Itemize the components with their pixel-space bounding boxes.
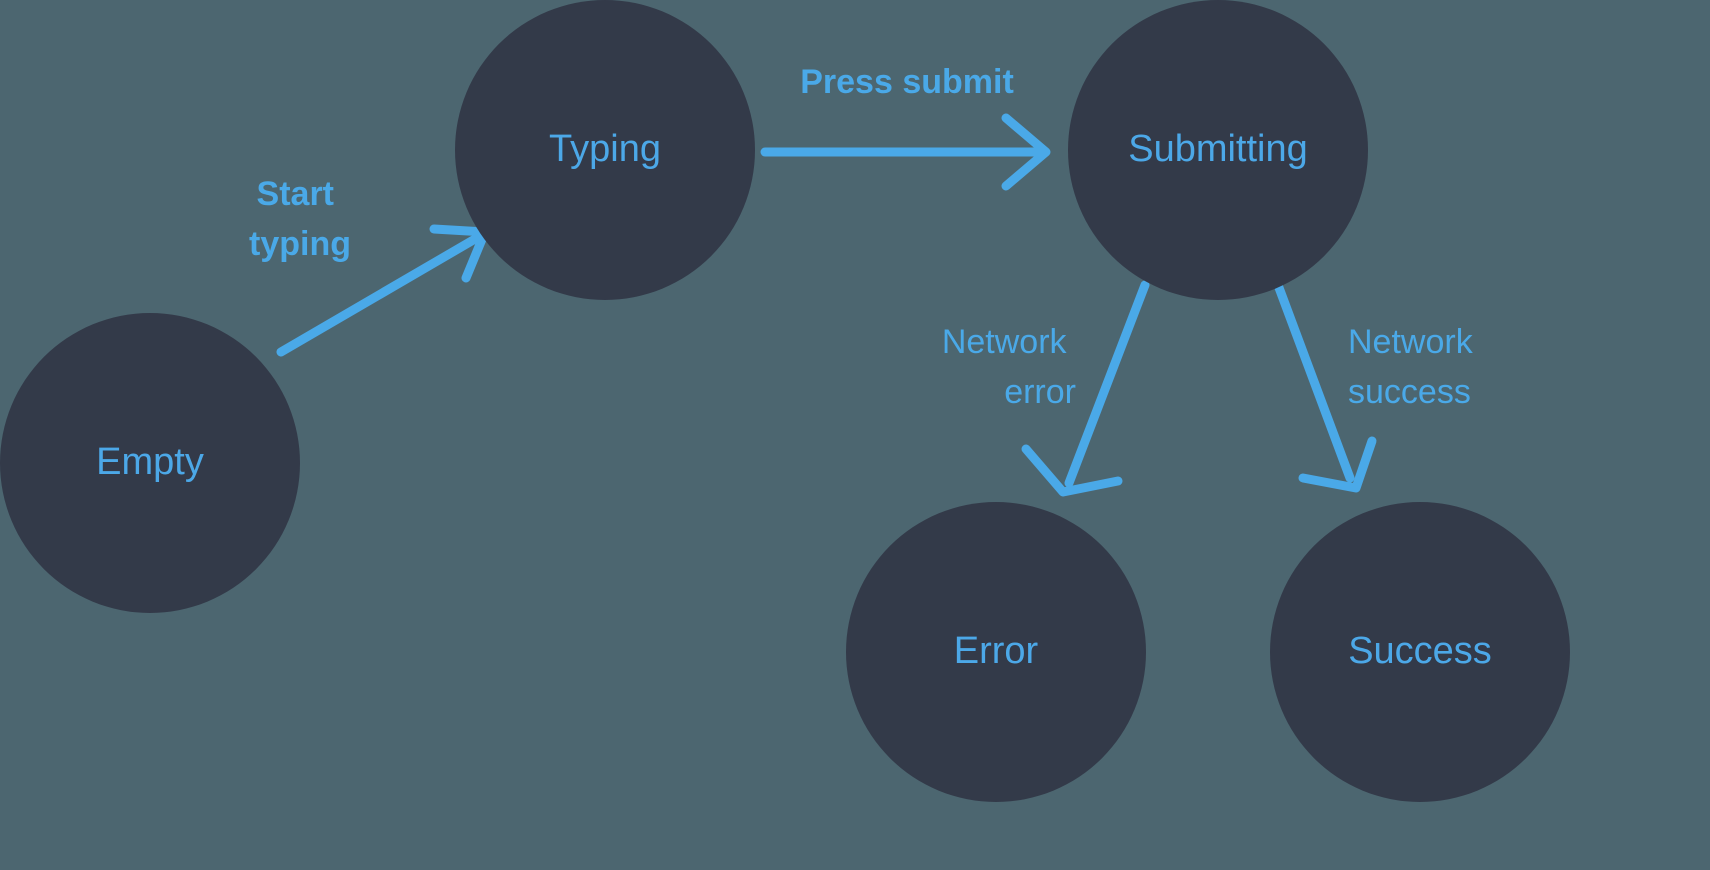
edge-label-network-error: Network error (942, 323, 1076, 411)
edge-label-network-error-line-1: Network (942, 323, 1068, 361)
state-node-error[interactable]: Error (846, 502, 1146, 802)
state-node-success-circle (1270, 502, 1570, 802)
state-node-typing-label: Typing (549, 128, 661, 170)
edge-start-typing-line (276, 227, 492, 357)
edge-label-network-error-line-2: error (1004, 373, 1076, 411)
state-node-error-circle (846, 502, 1146, 802)
state-node-error-label: Error (954, 630, 1039, 672)
edge-network-success[interactable] (1273, 280, 1377, 493)
state-node-empty-circle (0, 313, 300, 613)
edge-label-press-submit: Press submit (800, 63, 1014, 101)
state-node-success[interactable]: Success (1270, 502, 1570, 802)
state-node-empty-label: Empty (96, 441, 204, 483)
edge-label-network-success-line-2: success (1348, 373, 1471, 411)
edge-label-network-success: Network success (1348, 323, 1482, 411)
edge-network-success-line (1273, 280, 1355, 483)
state-node-success-label: Success (1348, 630, 1492, 672)
edge-label-start-typing-line-2: typing (249, 225, 351, 263)
edge-press-submit[interactable] (760, 113, 1051, 191)
edge-press-submit-arrowhead (1001, 113, 1051, 191)
edge-label-start-typing-line-1: Start (257, 175, 334, 213)
state-node-submitting[interactable]: Submitting (1068, 0, 1368, 300)
edge-network-error-arrowhead (1021, 444, 1123, 497)
state-node-empty[interactable]: Empty (0, 313, 300, 613)
edge-network-error-line (1064, 280, 1150, 488)
edge-label-start-typing: Start typing (249, 175, 351, 263)
state-node-submitting-circle (1068, 0, 1368, 300)
edge-label-network-success-line-1: Network (1348, 323, 1474, 361)
state-node-submitting-label: Submitting (1128, 128, 1308, 170)
edge-network-error[interactable] (1021, 280, 1150, 497)
edge-label-press-submit-line-1: Press submit (800, 63, 1014, 101)
state-node-typing[interactable]: Typing (455, 0, 755, 300)
state-node-typing-circle (455, 0, 755, 300)
edge-network-success-arrowhead (1298, 436, 1377, 493)
